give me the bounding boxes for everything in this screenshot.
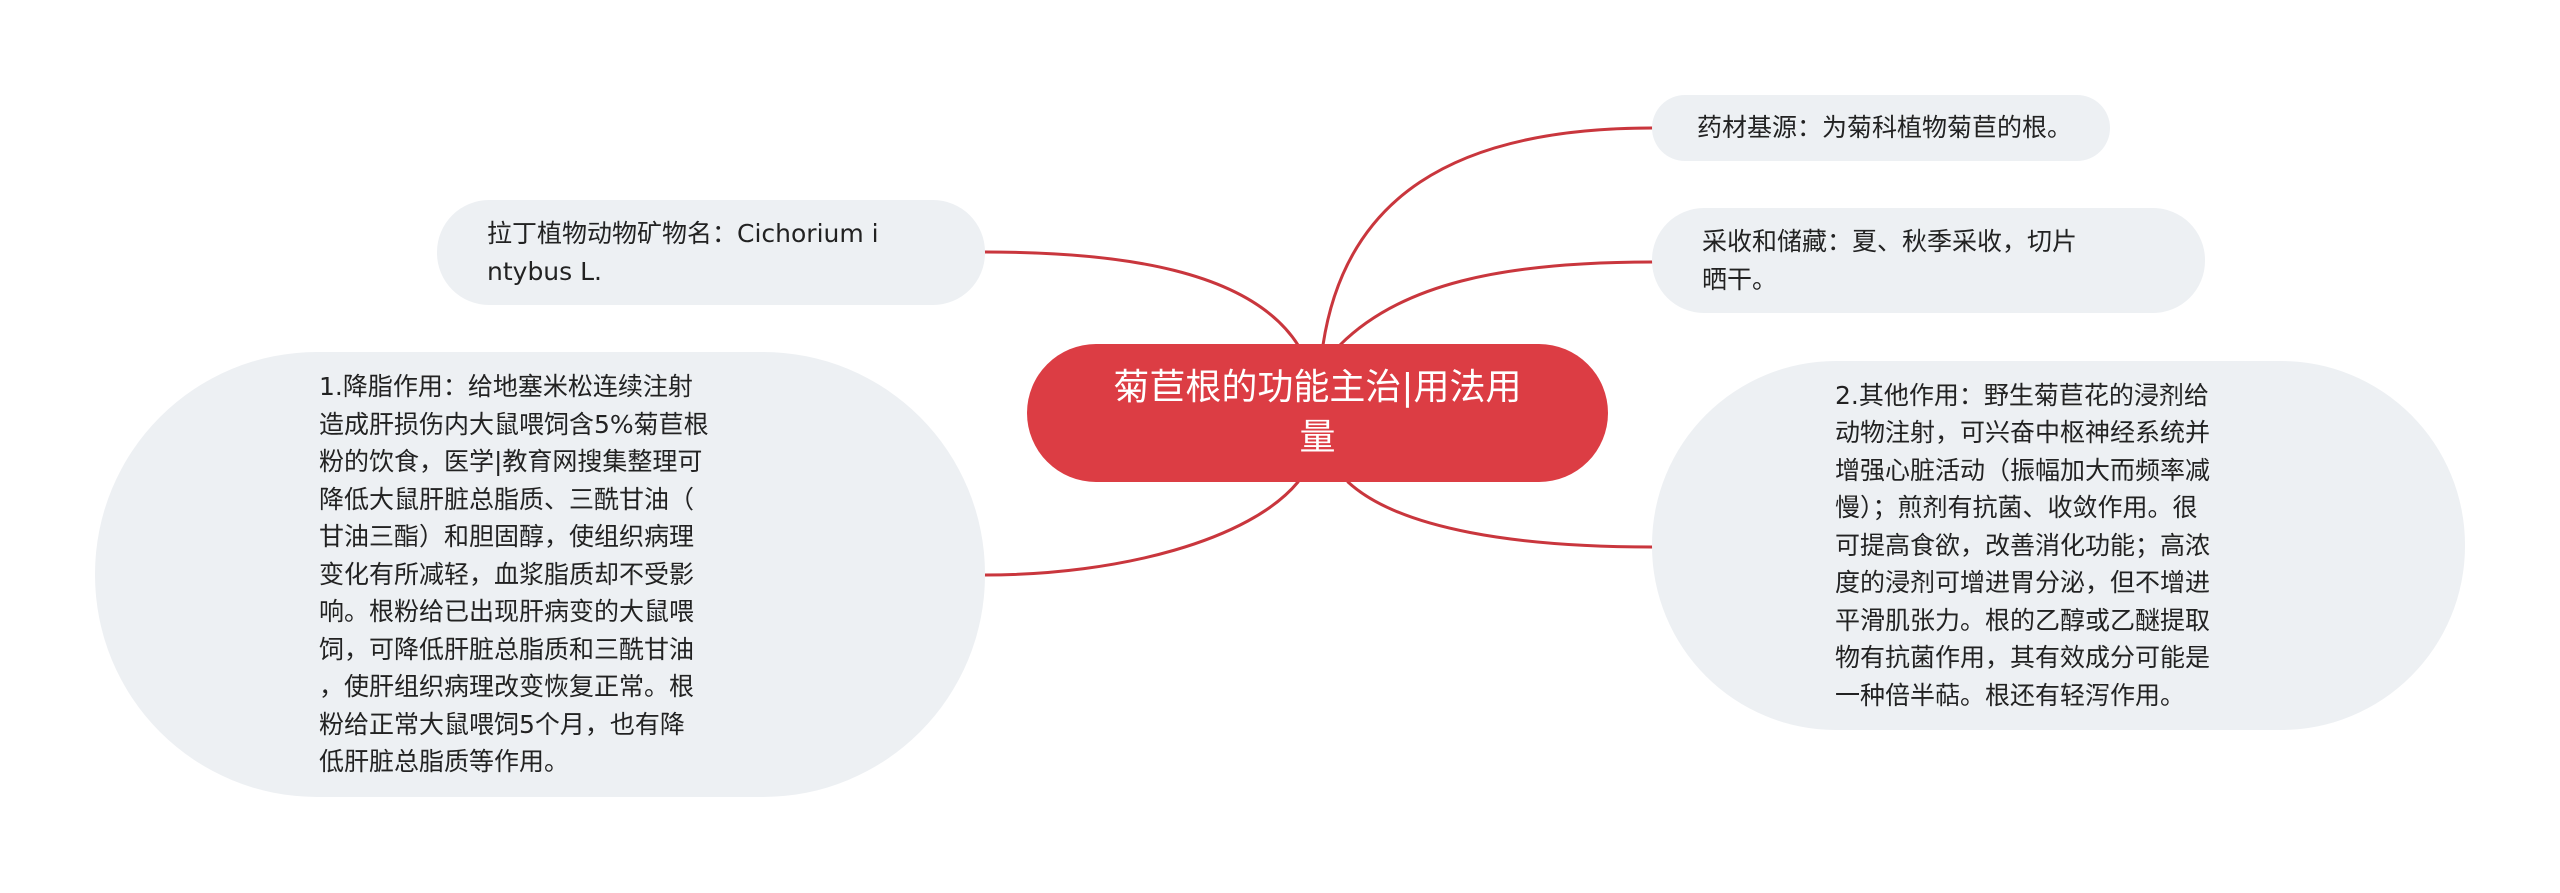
branch-label-lipid-lowering: 1.降脂作用：给地塞米松连续注射 造成肝损伤内大鼠喂饲含5%菊苣根 粉的饮食，医… — [319, 372, 709, 777]
root-topic-node[interactable]: 菊苣根的功能主治|用法用 量 — [1027, 344, 1608, 482]
connector-to-effect2 — [1346, 480, 1654, 549]
branch-label-latin-name: 拉丁植物动物矿物名：Cichorium i ntybus L. — [487, 219, 879, 286]
branch-label-harvest: 采收和储藏：夏、秋季采收，切片 晒干。 — [1702, 227, 2078, 294]
root-topic-label: 菊苣根的功能主治|用法用 量 — [1113, 367, 1522, 458]
connector-to-effect1 — [983, 480, 1300, 577]
branch-node-lipid-lowering[interactable]: 1.降脂作用：给地塞米松连续注射 造成肝损伤内大鼠喂饲含5%菊苣根 粉的饮食，医… — [95, 352, 985, 797]
branch-label-other-effects: 2.其他作用：野生菊苣花的浸剂给 动物注射，可兴奋中枢神经系统并 增强心脏活动（… — [1835, 380, 2211, 710]
branch-node-other-effects[interactable]: 2.其他作用：野生菊苣花的浸剂给 动物注射，可兴奋中枢神经系统并 增强心脏活动（… — [1652, 361, 2465, 730]
branch-node-harvest[interactable]: 采收和储藏：夏、秋季采收，切片 晒干。 — [1652, 208, 2205, 313]
connector-to-latin — [983, 250, 1300, 347]
connector-to-harvest — [1338, 260, 1654, 347]
connector-to-source — [1321, 126, 1654, 347]
branch-node-latin-name[interactable]: 拉丁植物动物矿物名：Cichorium i ntybus L. — [437, 200, 985, 305]
branch-node-source[interactable]: 药材基源：为菊科植物菊苣的根。 — [1652, 95, 2110, 161]
branch-label-source: 药材基源：为菊科植物菊苣的根。 — [1697, 113, 2073, 143]
